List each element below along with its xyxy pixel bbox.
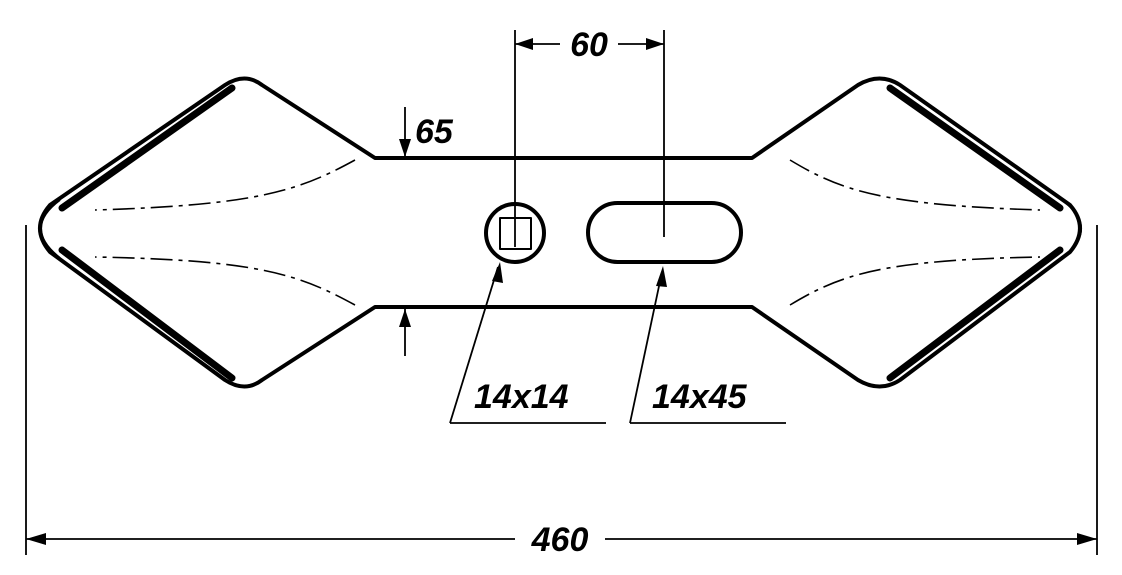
callout-square-hole: 14x14	[449, 262, 606, 424]
dimension-60-label: 60	[570, 26, 608, 64]
dimension-hole-spacing: 60	[514, 26, 665, 247]
dimension-overall-length: 460	[25, 225, 1098, 559]
callout-14x45-label: 14x45	[652, 378, 748, 416]
callout-slot-hole: 14x45	[629, 266, 786, 424]
bevel-lines	[94, 159, 1041, 306]
blade-outline	[38, 76, 1082, 389]
callout-14x14-label: 14x14	[474, 378, 569, 416]
dimension-460-label: 460	[531, 521, 589, 559]
dimension-65-label: 65	[415, 113, 454, 151]
dimension-center-width: 65	[399, 107, 454, 356]
